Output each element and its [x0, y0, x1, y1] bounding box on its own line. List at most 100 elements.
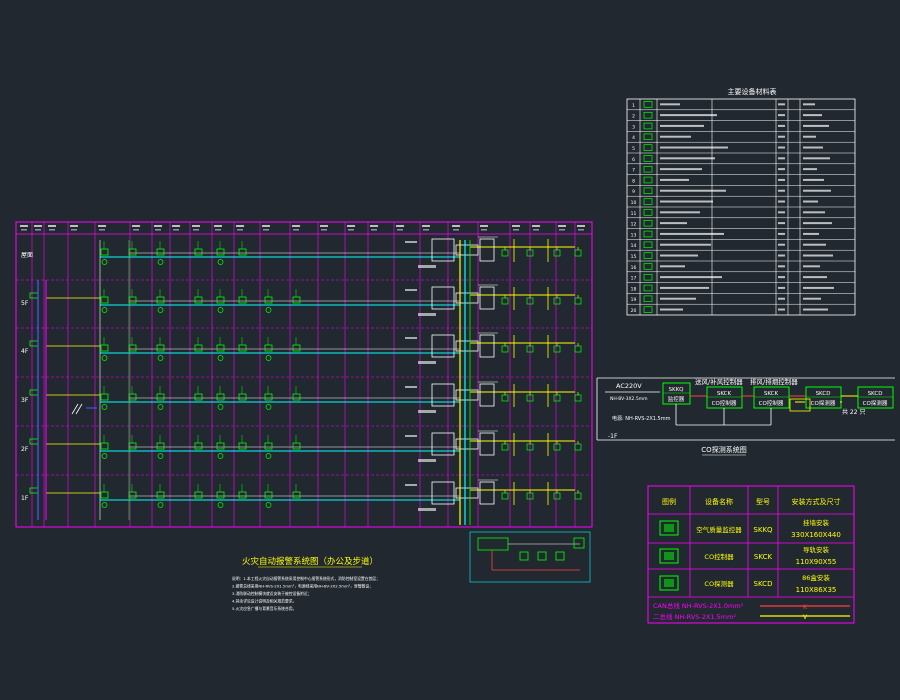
equip-row-number: 13	[631, 232, 637, 238]
end-device	[574, 297, 582, 305]
column-header-text	[20, 225, 28, 227]
panel-label	[405, 484, 417, 486]
equip-symbol	[643, 273, 653, 281]
equip-note-text	[803, 286, 834, 289]
device-symbol	[216, 248, 225, 256]
end-device	[553, 297, 561, 305]
equip-symbol	[643, 155, 653, 162]
device-symbol	[292, 491, 301, 499]
column-header-text	[397, 229, 403, 231]
detector-symbol	[101, 453, 108, 459]
co-controller-name: 监控器	[668, 395, 685, 403]
end-device	[501, 394, 509, 402]
end-device	[501, 443, 509, 451]
legend-header-install: 安装方式及尺寸	[792, 497, 841, 506]
device-box	[537, 551, 547, 561]
equip-row-number: 6	[632, 157, 635, 163]
co-bus-cable: 电源: NH-RVS-2X1.5mm	[612, 415, 671, 422]
detector-symbol	[265, 502, 272, 508]
floor-rows	[16, 236, 592, 511]
detector-symbol	[157, 355, 164, 361]
column-header-text	[154, 225, 162, 227]
legend-row-model: SKCD	[754, 580, 773, 588]
design-notes: 说明：1.本工程火灾自动报警系统采用控制中心报警系统形式，消防控制室设置在首层；…	[232, 576, 380, 611]
co-controller-code: SKKQ	[668, 387, 684, 393]
equip-desc-text	[660, 114, 717, 117]
device-symbol	[264, 491, 273, 499]
equip-row-number: 14	[631, 243, 637, 249]
device-symbol	[238, 491, 247, 499]
column-header-text	[155, 229, 161, 231]
equip-desc-text	[660, 157, 715, 160]
floor-label: 4F	[21, 348, 29, 355]
equip-row-number: 19	[631, 297, 637, 303]
design-note: 4.其余详见设计说明及相关规范要求。	[232, 599, 296, 604]
equip-unit-text	[778, 200, 785, 203]
column-header-text	[321, 229, 327, 231]
equip-symbol	[643, 252, 653, 259]
device-symbol	[292, 296, 301, 304]
column-header-text	[452, 225, 460, 227]
equip-unit-text	[778, 232, 785, 235]
equip-row-number: 15	[631, 254, 637, 260]
device-symbol	[194, 344, 203, 352]
equip-symbol	[643, 187, 653, 195]
equip-row-number: 11	[631, 211, 637, 217]
equip-row-number: 9	[632, 189, 635, 195]
panel-label	[418, 361, 436, 364]
end-device	[574, 249, 582, 257]
equip-note-text	[803, 200, 818, 203]
equip-note-text	[803, 189, 831, 192]
detector-symbol	[217, 453, 224, 459]
legend-row-install: 86盒安装	[802, 573, 830, 582]
column-header-text	[292, 225, 300, 227]
equip-row-number: 7	[632, 168, 635, 174]
design-note: 3.消防联动控制模块就近安装于被控设备附近；	[232, 591, 312, 596]
end-device	[574, 345, 582, 353]
legend-row-size: 110X90X55	[796, 558, 837, 566]
panel-box	[431, 334, 455, 358]
equip-desc-text	[660, 286, 709, 289]
end-device	[574, 492, 582, 500]
panel-label	[418, 459, 436, 462]
panel-label	[418, 265, 436, 268]
column-header-text	[422, 225, 430, 227]
panel-label	[418, 508, 436, 511]
device-symbol	[100, 344, 109, 352]
equip-symbol	[643, 263, 653, 270]
equip-symbol	[643, 101, 653, 108]
equip-desc-text	[660, 189, 726, 192]
equip-desc-text	[660, 146, 728, 149]
column-header-text	[20, 225, 585, 231]
equip-note-text	[803, 222, 832, 225]
column-header-text	[193, 229, 199, 231]
co-detector-name: CO探测器	[863, 399, 888, 407]
column-header-text	[532, 225, 540, 227]
column-header-text	[263, 229, 269, 231]
equip-unit-text	[778, 124, 785, 127]
equip-unit-text	[778, 114, 785, 117]
legend-row-model: SKCK	[754, 553, 773, 561]
equip-desc-text	[660, 265, 685, 268]
detector-symbol	[265, 453, 272, 459]
equip-row-number: 18	[631, 286, 637, 292]
equip-unit-text	[778, 178, 785, 181]
equip-desc-text	[660, 103, 680, 106]
panel-box	[479, 383, 495, 407]
column-header-text	[173, 229, 179, 231]
bus-junction	[789, 398, 811, 412]
equip-note-text	[803, 254, 833, 257]
device-symbol	[100, 442, 109, 450]
end-device	[501, 249, 509, 257]
panel-label	[418, 410, 436, 413]
column-header-text	[293, 229, 299, 231]
column-header-text	[99, 229, 105, 231]
column-header-text	[133, 229, 139, 231]
device-symbol	[264, 296, 273, 304]
equip-desc-text	[660, 135, 691, 138]
riser-slash	[71, 403, 79, 415]
column-header-text	[347, 225, 355, 227]
